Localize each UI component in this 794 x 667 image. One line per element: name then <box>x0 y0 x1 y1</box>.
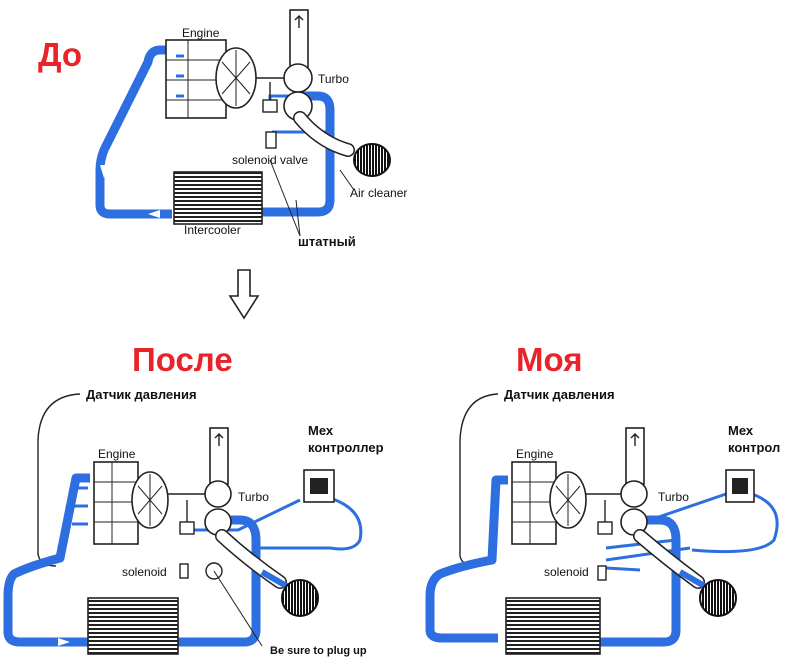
turbine-housing <box>204 480 232 508</box>
charge-pipe-mine <box>600 515 681 647</box>
label-pressure-sensor-mine: Датчик давления <box>504 387 615 402</box>
label-air-cleaner: Air cleaner <box>350 186 408 200</box>
label-plug-up: Be sure to plug up <box>270 645 367 657</box>
air-cleaner <box>353 143 391 177</box>
label-engine-after: Engine <box>98 447 136 461</box>
title-before: До <box>38 36 83 73</box>
label-intercooler: Intercooler <box>184 223 241 237</box>
label-engine-top: Engine <box>182 26 220 40</box>
intake-pipe-before <box>95 45 172 219</box>
label-mech-controller-after-1: Мех <box>308 423 334 438</box>
diagram-before <box>95 9 391 237</box>
turbine-housing <box>283 63 313 93</box>
down-arrow <box>228 269 260 320</box>
wastegate-actuator <box>262 99 278 113</box>
flow-arrow <box>148 210 160 218</box>
diagram-mine <box>425 393 779 655</box>
intake-pipe-mine <box>425 475 508 643</box>
solenoid-box <box>597 565 607 581</box>
label-turbo-top: Turbo <box>318 72 349 86</box>
label-solenoid-valve: solenoid valve <box>232 153 309 167</box>
label-mech-controller-mine-2: контрол <box>728 440 781 455</box>
charge-pipe-before <box>262 91 335 217</box>
intercooler-core <box>87 597 179 655</box>
air-cleaner <box>699 579 737 617</box>
label-mech-controller-after-2: контроллер <box>308 440 384 455</box>
label-mech-controller-mine-1: Мех <box>728 423 754 438</box>
flow-arrow <box>100 165 108 178</box>
label-stock: штатный <box>298 234 356 249</box>
flow-arrow <box>58 638 70 646</box>
turbine-housing <box>620 480 648 508</box>
diagram-after <box>3 393 363 655</box>
intake-pipe-after <box>3 473 90 647</box>
intercooler-core <box>173 171 263 225</box>
controller-line-after <box>186 496 363 551</box>
solenoid-valve-box <box>265 131 277 149</box>
label-solenoid-after: solenoid <box>122 565 167 579</box>
air-cleaner <box>281 579 319 617</box>
flow-arrow <box>16 604 28 618</box>
title-after: После <box>132 341 233 378</box>
label-turbo-after: Turbo <box>238 490 269 504</box>
engine-block <box>511 461 557 545</box>
solenoid-box <box>179 563 189 579</box>
label-turbo-mine: Turbo <box>658 490 689 504</box>
label-pressure-sensor-after: Датчик давления <box>86 387 197 402</box>
title-mine: Моя <box>516 341 583 378</box>
label-engine-mine: Engine <box>516 447 554 461</box>
intercooler-core <box>505 597 601 655</box>
label-solenoid-mine: solenoid <box>544 565 589 579</box>
wastegate-actuator <box>597 521 613 535</box>
wastegate-actuator <box>179 521 195 535</box>
charge-pipe-after <box>178 515 261 647</box>
